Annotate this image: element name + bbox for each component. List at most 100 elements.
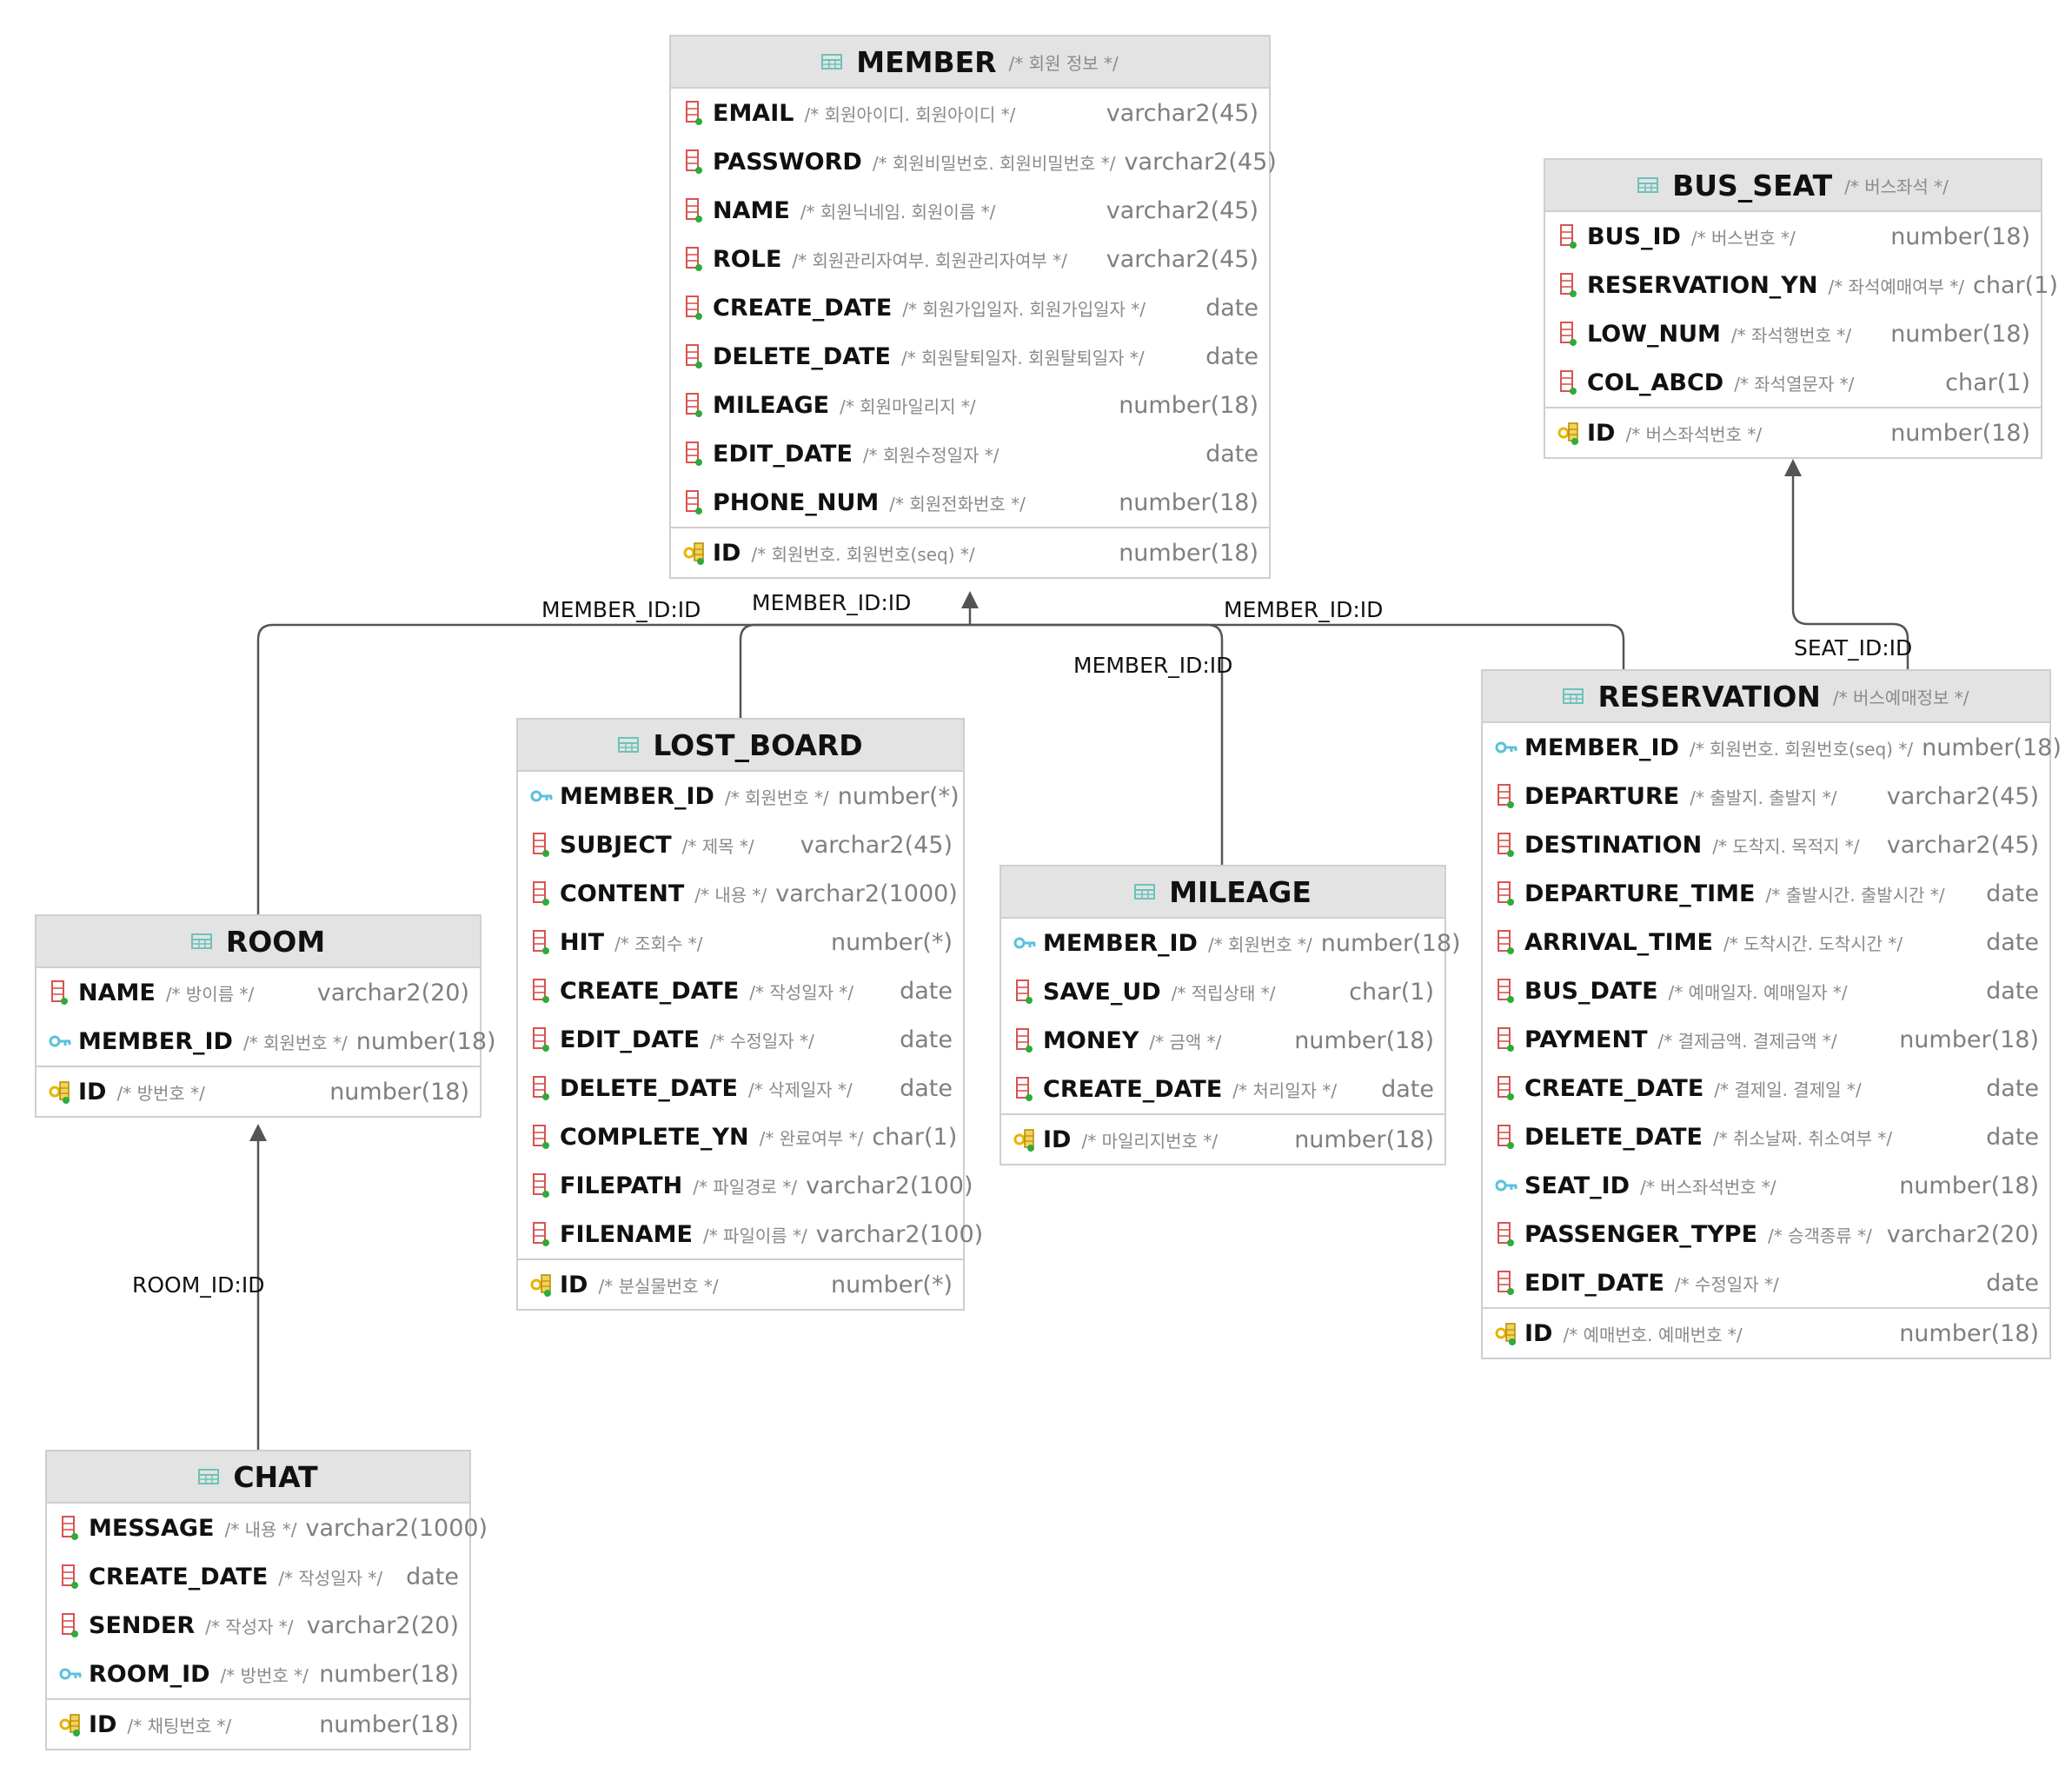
entity-member[interactable]: MEMBER /* 회원 정보 */ EMAIL/* 회원아이디. 회원아이디 */… [669, 35, 1277, 579]
column-row[interactable]: CONTENT/* 내용 */varchar2(1000) [518, 869, 963, 918]
entity-header[interactable]: ROOM [37, 916, 480, 968]
entity-header[interactable]: BUS_SEAT/* 버스좌석 */ [1545, 160, 2041, 212]
column-row[interactable]: SAVE_UD/* 적립상태 */char(1) [1001, 967, 1444, 1016]
column-row[interactable]: ID/* 버스좌석번호 */number(18) [1545, 407, 2041, 457]
entity-header[interactable]: LOST_BOARD [518, 720, 963, 772]
column-comment: /* 작성일자 */ [749, 981, 854, 1003]
column-row[interactable]: DEPARTURE_TIME/* 출발시간. 출발시간 */date [1483, 869, 2049, 918]
column-row[interactable]: SENDER/* 작성자 */varchar2(20) [47, 1601, 469, 1650]
column-row[interactable]: BUS_DATE/* 예매일자. 예매일자 */date [1483, 966, 2049, 1015]
column-row[interactable]: CREATE_DATE/* 처리일자 */date [1001, 1065, 1444, 1113]
column-row[interactable]: LOW_NUM/* 좌석행번호 */number(18) [1545, 309, 2041, 358]
column-row[interactable]: ID/* 분실물번호 */number(*) [518, 1258, 963, 1309]
entity-header[interactable]: RESERVATION/* 버스예매정보 */ [1483, 671, 2049, 723]
column-comment: /* 파일이름 */ [702, 1225, 807, 1246]
column-type: number(18) [1890, 222, 2030, 250]
entity-reservation[interactable]: RESERVATION/* 버스예매정보 */MEMBER_ID/* 회원번호.… [1481, 669, 2062, 1359]
relation-reservation-bus-seat[interactable] [1784, 459, 1909, 669]
table-icon [1563, 688, 1584, 704]
entity-comment: /* 회원 정보 */ [1008, 52, 1119, 74]
column-row[interactable]: EDIT_DATE/* 회원수정일자 */date [671, 429, 1269, 478]
column-row[interactable]: PHONE_NUM/* 회원전화번호 */number(18) [671, 478, 1269, 527]
column-row[interactable]: MEMBER_ID/* 회원번호. 회원번호(seq) */number(18) [1483, 723, 2062, 772]
column-row[interactable]: SUBJECT/* 제목 */varchar2(45) [518, 820, 963, 869]
column-comment: /* 버스좌석번호 */ [1625, 423, 1763, 445]
column-comment: /* 분실물번호 */ [598, 1275, 719, 1297]
column-row[interactable]: ID/* 마일리지번호 */number(18) [1001, 1113, 1444, 1164]
column-row[interactable]: EMAIL/* 회원아이디. 회원아이디 */varchar2(45) [671, 89, 1269, 137]
column-name: ID [89, 1710, 117, 1738]
column-row[interactable]: NAME/* 회원닉네임. 회원이름 */varchar2(45) [671, 186, 1269, 235]
column-row[interactable]: MEMBER_ID/* 회원번호 */number(18) [37, 1017, 496, 1066]
column-row[interactable]: CREATE_DATE/* 작성일자 */date [47, 1552, 469, 1601]
column-row[interactable]: ID/* 예매번호. 예매번호 */number(18) [1483, 1307, 2049, 1358]
column-comment: /* 제목 */ [681, 835, 754, 857]
column-name: SAVE_UD [1043, 978, 1161, 1006]
column-row[interactable]: MEMBER_ID/* 회원번호 */number(18) [1001, 919, 1461, 967]
column-row[interactable]: CREATE_DATE/* 회원가입일자. 회원가입일자 */date [671, 283, 1269, 332]
column-name: DELETE_DATE [560, 1074, 738, 1102]
column-row[interactable]: CREATE_DATE/* 작성일자 */date [518, 966, 963, 1015]
column-row[interactable]: ID/* 방번호 */number(18) [37, 1066, 480, 1116]
column-type: varchar2(45) [1886, 782, 2039, 810]
column-name: EDIT_DATE [713, 440, 853, 468]
column-row[interactable]: FILENAME/* 파일이름 */varchar2(100) [518, 1210, 983, 1258]
column-name: MEMBER_ID [1043, 929, 1198, 957]
column-type: varchar2(45) [1106, 196, 1258, 224]
column-name: PHONE_NUM [713, 488, 880, 516]
column-name: MESSAGE [89, 1514, 215, 1542]
column-icon [683, 100, 706, 126]
column-row[interactable]: PAYMENT/* 결제금액. 결제금액 */number(18) [1483, 1015, 2049, 1064]
column-row[interactable]: EDIT_DATE/* 수정일자 */date [1483, 1258, 2049, 1307]
column-row[interactable]: HIT/* 조회수 */number(*) [518, 918, 963, 966]
column-row[interactable]: ID/* 회원번호. 회원번호(seq) */number(18) [671, 527, 1269, 577]
column-row[interactable]: MEMBER_ID/* 회원번호 */number(*) [518, 772, 963, 820]
column-comment: /* 회원가입일자. 회원가입일자 */ [902, 298, 1146, 320]
column-row[interactable]: DEPARTURE/* 출발지. 출발지 */varchar2(45) [1483, 772, 2049, 820]
column-row[interactable]: DELETE_DATE/* 회원탈퇴일자. 회원탈퇴일자 */date [671, 332, 1269, 381]
column-comment: /* 내용 */ [224, 1518, 297, 1540]
column-row[interactable]: ARRIVAL_TIME/* 도착시간. 도착시간 */date [1483, 918, 2049, 966]
column-row[interactable]: ID/* 채팅번호 */number(18) [47, 1698, 469, 1749]
column-row[interactable]: FILEPATH/* 파일경로 */varchar2(100) [518, 1161, 973, 1210]
column-row[interactable]: PASSWORD/* 회원비밀번호. 회원비밀번호 */varchar2(45) [671, 137, 1277, 186]
entity-name: MEMBER [856, 44, 997, 79]
column-icon [530, 1172, 553, 1199]
column-row[interactable]: DESTINATION/* 도착지. 목적지 */varchar2(45) [1483, 820, 2049, 869]
column-row[interactable]: MILEAGE/* 회원마일리지 */number(18) [671, 381, 1269, 429]
entity-header[interactable]: MEMBER /* 회원 정보 */ [671, 37, 1269, 89]
column-row[interactable]: EDIT_DATE/* 수정일자 */date [518, 1015, 963, 1064]
column-type: number(*) [831, 928, 953, 956]
column-row[interactable]: RESERVATION_YN/* 좌석예매여부 */char(1) [1545, 261, 2058, 309]
column-row[interactable]: COMPLETE_YN/* 완료여부 */char(1) [518, 1112, 963, 1161]
column-row[interactable]: DELETE_DATE/* 삭제일자 */date [518, 1064, 963, 1112]
column-row[interactable]: COL_ABCD/* 좌석열문자 */char(1) [1545, 358, 2041, 407]
column-name: CREATE_DATE [1043, 1075, 1223, 1103]
column-name: EMAIL [713, 99, 794, 127]
column-comment: /* 예매번호. 예매번호 */ [1563, 1324, 1743, 1345]
column-row[interactable]: ROOM_ID/* 방번호 */number(18) [47, 1650, 469, 1698]
entity-header[interactable]: CHAT [47, 1451, 469, 1504]
column-row[interactable]: PASSENGER_TYPE/* 승객종류 */varchar2(20) [1483, 1210, 2049, 1258]
column-row[interactable]: BUS_ID/* 버스번호 */number(18) [1545, 212, 2041, 261]
column-name: RESERVATION_YN [1587, 271, 1818, 299]
column-type: number(18) [1119, 539, 1258, 567]
column-row[interactable]: MONEY/* 금액 */number(18) [1001, 1016, 1444, 1065]
column-row[interactable]: CREATE_DATE/* 결제일. 결제일 */date [1483, 1064, 2049, 1112]
column-row[interactable]: NAME/* 방이름 */varchar2(20) [37, 968, 480, 1017]
relation-lost-board-member[interactable] [739, 623, 970, 718]
column-row[interactable]: DELETE_DATE/* 취소날짜. 취소여부 */date [1483, 1112, 2049, 1161]
primary-key-icon [530, 1272, 553, 1298]
column-row[interactable]: ROLE/* 회원관리자여부. 회원관리자여부 */varchar2(45) [671, 235, 1269, 283]
entity-bus-seat[interactable]: BUS_SEAT/* 버스좌석 */BUS_ID/* 버스번호 */number… [1544, 158, 2058, 459]
relation-room-member[interactable] [256, 623, 970, 914]
column-row[interactable]: MESSAGE/* 내용 */varchar2(1000) [47, 1504, 488, 1552]
relation-reservation-member[interactable] [970, 623, 1625, 669]
column-row[interactable]: SEAT_ID/* 버스좌석번호 */number(18) [1483, 1161, 2049, 1210]
entity-header[interactable]: MILEAGE [1001, 867, 1444, 919]
